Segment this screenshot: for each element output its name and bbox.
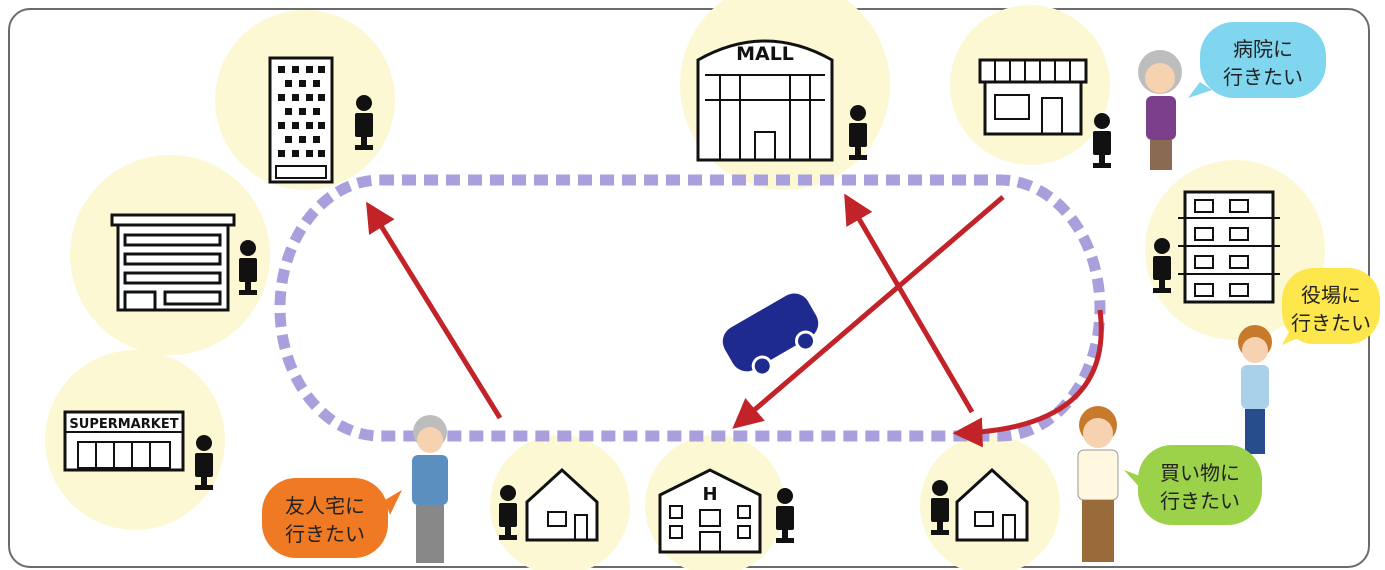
apartment-icon <box>1178 190 1280 304</box>
bus-route-loop <box>274 174 1106 442</box>
hospital-sign: H <box>702 484 717 505</box>
hospital-icon: H <box>658 468 762 554</box>
person-icon <box>1093 113 1111 168</box>
bubble-friend: 友人宅に 行きたい <box>262 478 402 558</box>
young-woman-figure <box>1238 325 1272 454</box>
supermarket-sign: SUPERMARKET <box>69 417 178 432</box>
office-tower-icon <box>268 56 334 184</box>
bubble-shopping-line2: 行きたい <box>1160 489 1240 513</box>
person-icon <box>776 488 794 543</box>
trip-arrows <box>366 193 1104 448</box>
bubble-shopping-line1: 買い物に <box>1160 461 1240 485</box>
bubble-office: 役場に 行きたい <box>1282 268 1380 345</box>
supermarket-icon: SUPERMARKET <box>63 410 185 472</box>
bus-icon <box>722 293 819 377</box>
shop-icon <box>978 58 1088 136</box>
bubble-office-line2: 行きたい <box>1291 311 1371 335</box>
house-icon <box>525 467 599 542</box>
house-icon <box>955 467 1029 542</box>
elderly-man-figure <box>412 415 448 563</box>
mall-sign: MALL <box>736 43 794 65</box>
school-icon <box>110 213 236 312</box>
bubble-friend-line2: 行きたい <box>285 522 365 546</box>
young-man-figure <box>1077 406 1119 562</box>
bubble-hospital: 病院に 行きたい <box>1188 22 1326 98</box>
bubble-hospital-line2: 行きたい <box>1223 65 1303 89</box>
bubble-office-line1: 役場に <box>1301 283 1361 307</box>
mall-icon: MALL <box>696 39 834 162</box>
bubble-hospital-line1: 病院に <box>1233 37 1293 61</box>
bubble-friend-line1: 友人宅に <box>285 494 365 518</box>
bubble-shopping: 買い物に 行きたい <box>1124 445 1262 525</box>
elderly-woman-figure <box>1138 50 1182 170</box>
